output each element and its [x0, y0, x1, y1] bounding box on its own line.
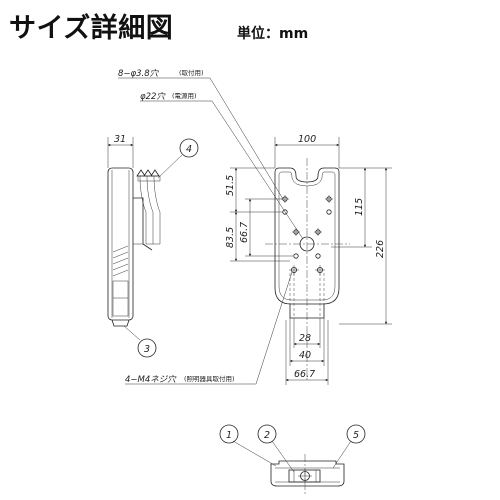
- dim-83-5: 83.5: [225, 227, 236, 248]
- bottom-view: 1 2 5: [219, 424, 366, 495]
- callout-3: 3: [144, 344, 150, 355]
- callout-5: 5: [353, 430, 359, 441]
- note-holes-3-8-sub: (取付用): [179, 68, 204, 77]
- front-view: 100: [118, 68, 392, 385]
- note-screw-holes: 4−M4ネジ穴: [125, 374, 177, 385]
- note-hole-22: φ22穴: [140, 91, 166, 102]
- dim-51-5: 51.5: [225, 175, 236, 196]
- callout-1: 1: [226, 430, 232, 441]
- note-hole-22-sub: (電源用): [172, 91, 197, 100]
- dim-66-7-horizontal: 66.7: [294, 369, 315, 380]
- dim-115: 115: [354, 198, 365, 216]
- note-screw-holes-sub: (照明器具取付用): [184, 374, 235, 383]
- dim-40: 40: [299, 350, 311, 361]
- dim-width-100: 100: [298, 134, 316, 145]
- page-title: サイズ詳細図: [9, 13, 174, 44]
- callout-4: 4: [186, 144, 192, 155]
- dim-66-7-vertical: 66.7: [239, 222, 250, 243]
- side-view: 31 4: [107, 134, 199, 358]
- unit-label: 単位：mm: [237, 26, 309, 42]
- dim-226: 226: [375, 240, 386, 258]
- note-holes-3-8: 8−φ3.8穴: [118, 68, 160, 79]
- dim-side-depth: 31: [114, 134, 126, 145]
- dim-28: 28: [299, 333, 311, 344]
- callout-2: 2: [264, 430, 270, 441]
